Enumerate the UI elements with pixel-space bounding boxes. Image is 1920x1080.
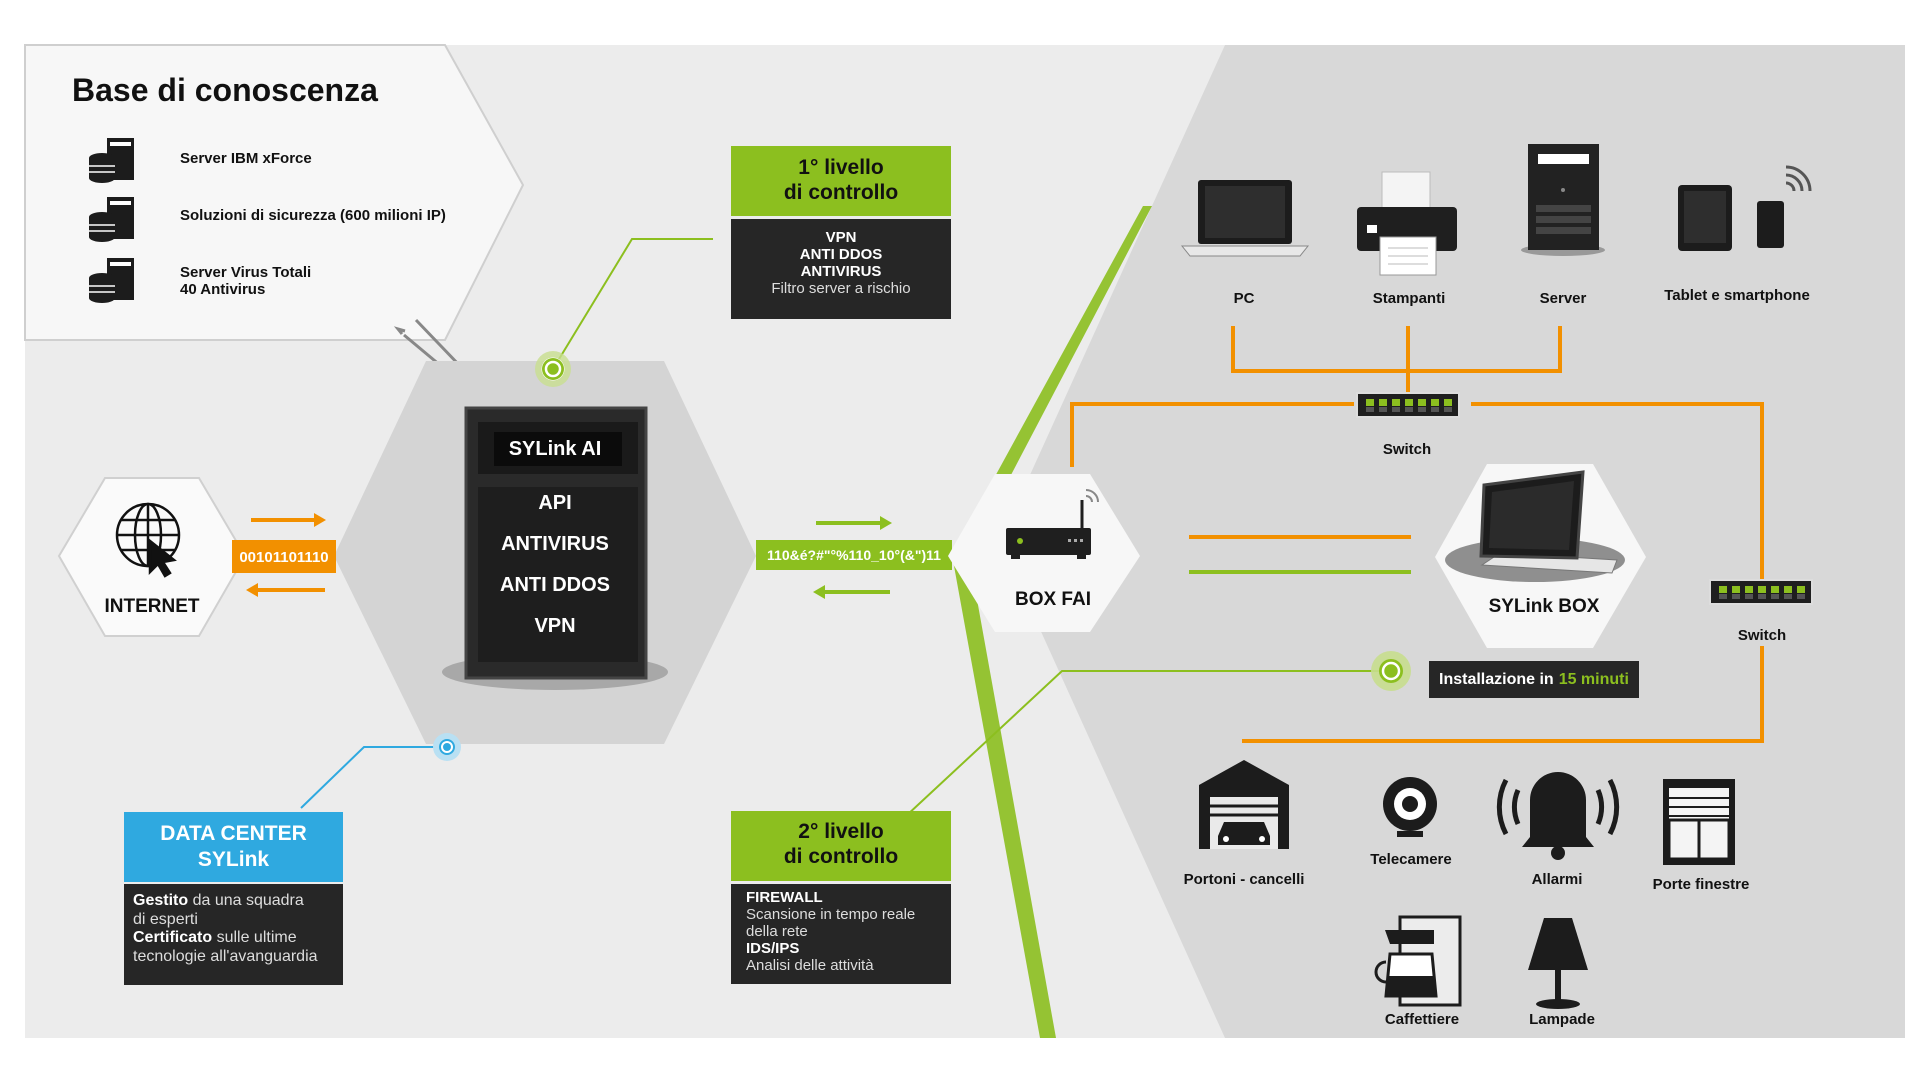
level1-item: VPN <box>825 229 857 246</box>
datacenter-bold: Certificato <box>133 929 213 946</box>
sylink-ai-server: SYLink AI API ANTIVIRUS ANTI DDOS VPN <box>442 406 668 690</box>
level2-title-line: 2° livello <box>798 820 884 843</box>
level1-title-line: di controllo <box>783 181 899 204</box>
level2-line: Analisi delle attività <box>746 957 874 974</box>
stream-arrows <box>813 516 892 599</box>
device-label: Porte finestre <box>1653 876 1750 893</box>
install-highlight: 15 minuti <box>1558 670 1629 688</box>
printer-icon <box>1357 171 1457 276</box>
globe-cursor-icon <box>115 502 181 578</box>
level2-line: della rete <box>746 923 808 940</box>
network-switch-icon <box>1709 579 1813 605</box>
level2-line: Scansione in tempo reale <box>746 906 916 923</box>
level2-details: FIREWALL Scansione in tempo reale della … <box>731 884 951 984</box>
datacenter-bold: Gestito <box>133 892 189 909</box>
binary-text: 00101101110 <box>239 549 328 566</box>
sylink-box-label: SYLink BOX <box>1489 596 1600 617</box>
knowledge-item-label: Server IBM xForce <box>180 150 312 167</box>
server-stack-icon <box>89 138 134 183</box>
device-label: Allarmi <box>1532 871 1583 888</box>
stream-band <box>756 540 952 570</box>
window-door-icon <box>1663 779 1735 865</box>
coffee-maker-icon <box>1374 915 1462 1007</box>
internet-label: INTERNET <box>105 596 200 617</box>
internet-arrows <box>246 513 326 597</box>
level1-item: ANTIVIRUS <box>800 263 882 280</box>
device-label: Portoni - cancelli <box>1184 871 1305 888</box>
green-beam <box>952 206 1152 1038</box>
knowledge-title: Base di conoscenza <box>72 72 378 108</box>
server-stack-icon <box>89 197 134 242</box>
device-label: PC <box>1234 290 1255 307</box>
level1-details: VPN ANTI DDOS ANTIVIRUS Filtro server a … <box>731 219 951 319</box>
knowledge-item-label: 40 Antivirus <box>180 281 266 298</box>
sylink-ai-item: ANTI DDOS <box>500 574 610 596</box>
datacenter-connector <box>300 746 447 809</box>
network-lines <box>1070 326 1764 743</box>
alarm-bell-icon <box>1496 772 1620 860</box>
level1-connector <box>552 238 713 370</box>
tablet-phone-icon <box>1678 165 1812 251</box>
router-icon <box>1006 489 1099 559</box>
level1-title-box: 1° livello di controllo <box>731 146 951 216</box>
lamp-icon <box>1528 918 1588 1009</box>
sylink-ai-item: VPN <box>534 615 575 637</box>
webcam-icon <box>1383 777 1437 837</box>
datacenter-details: Gestito da una squadra di esperti Certif… <box>124 884 343 985</box>
level2-title-line: di controllo <box>783 845 899 868</box>
level1-title-line: 1° livello <box>798 156 884 179</box>
stream-text: 110&é?#"°%110_10°(&")11 <box>767 547 941 563</box>
level2-title-box: 2° livello di controllo <box>731 811 951 881</box>
device-label: Server <box>1540 290 1587 307</box>
device-label: Lampade <box>1529 1011 1595 1028</box>
server-tower-icon <box>1521 144 1605 256</box>
level2-connector <box>905 670 1391 817</box>
tablet-device-icon <box>1445 470 1625 582</box>
laptop-icon <box>1180 180 1310 257</box>
level1-item: ANTI DDOS <box>799 246 883 263</box>
box-fai-label: BOX FAI <box>1015 589 1091 610</box>
sylink-ai-header: SYLink AI <box>509 438 602 460</box>
datacenter-title-line: SYLink <box>197 848 270 871</box>
switch-right-label: Switch <box>1738 627 1786 644</box>
level2-line: IDS/IPS <box>746 940 800 957</box>
datacenter-text: tecnologie all'avanguardia <box>133 947 318 965</box>
device-label: Tablet e smartphone <box>1664 287 1810 304</box>
level2-line: FIREWALL <box>746 889 823 906</box>
binary-band <box>232 540 336 573</box>
datacenter-title-box: DATA CENTER SYLink <box>124 812 343 882</box>
knowledge-item-label: Server Virus Totali <box>180 264 312 281</box>
level1-note: Filtro server a rischio <box>771 280 911 297</box>
garage-icon <box>1199 760 1289 849</box>
install-text: Installazione in <box>1439 670 1554 688</box>
datacenter-text: sulle ultime <box>216 929 297 946</box>
switch-top-label: Switch <box>1383 441 1431 458</box>
datacenter-text: da una squadra <box>192 892 304 909</box>
network-switch-icon <box>1356 392 1460 418</box>
sylink-ai-item: API <box>538 492 571 514</box>
device-label: Caffettiere <box>1385 1011 1459 1028</box>
server-stack-icon <box>89 258 134 303</box>
knowledge-panel <box>24 44 525 341</box>
install-badge: Installazione in 15 minuti <box>1429 661 1639 698</box>
datacenter-title-line: DATA CENTER <box>160 822 307 845</box>
device-label: Telecamere <box>1370 851 1451 868</box>
sylink-ai-item: ANTIVIRUS <box>501 533 609 555</box>
device-label: Stampanti <box>1373 290 1446 307</box>
knowledge-item-label: Soluzioni di sicurezza (600 milioni IP) <box>180 207 446 224</box>
datacenter-text: di esperti <box>133 910 198 928</box>
